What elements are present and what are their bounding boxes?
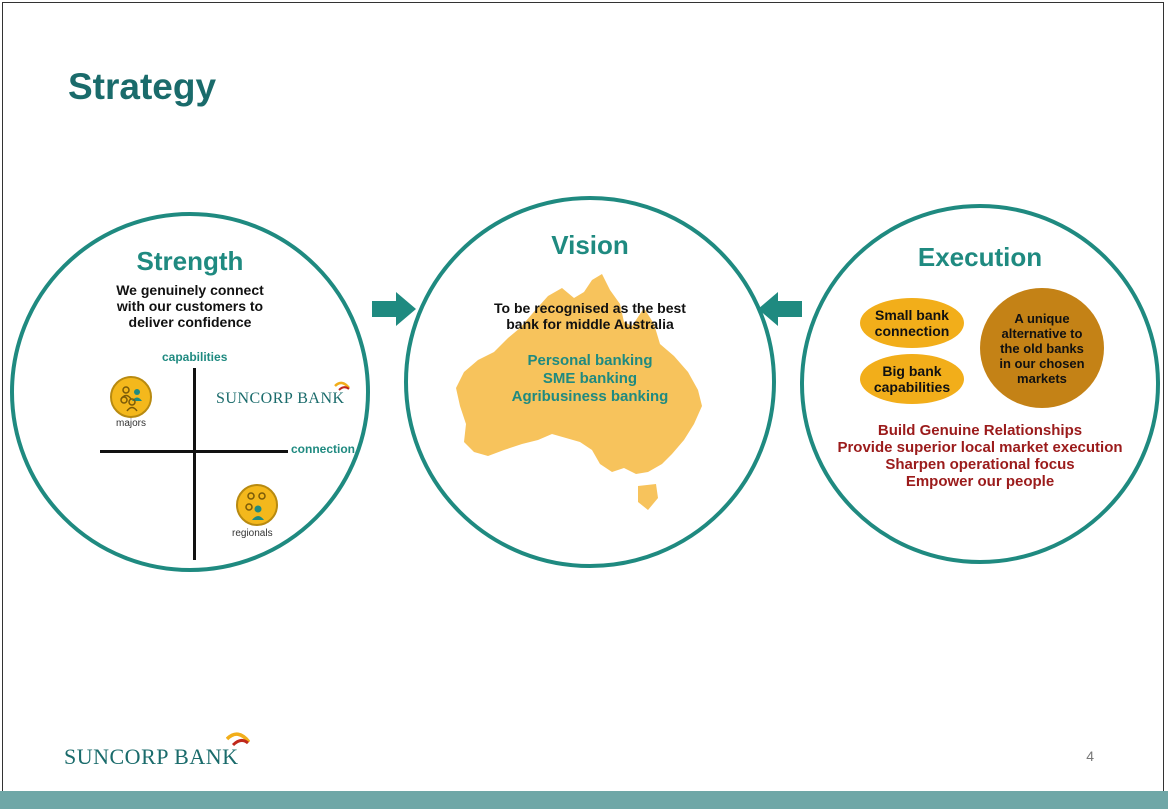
axis-y-label: capabilities — [162, 350, 228, 364]
suncorp-swoosh-icon — [226, 732, 250, 747]
strength-statement-line: with our customers to — [116, 298, 264, 314]
priority-item: Build Genuine Relationships — [877, 422, 1083, 439]
vision-title: Vision — [551, 230, 629, 260]
regionals-people-icon — [236, 484, 278, 526]
priority-item: Provide superior local market execution — [837, 439, 1123, 456]
bubble-line: in our chosen — [999, 355, 1085, 371]
vision-segments: Personal banking SME banking Agribusines… — [408, 352, 772, 406]
arrow-left-icon — [758, 292, 802, 326]
strength-statement: We genuinely connect with our customers … — [14, 282, 366, 330]
priority-item: Sharpen operational focus — [885, 456, 1075, 473]
strength-brand-logo: SUNCORP BANK — [216, 390, 345, 407]
unique-alternative-bubble: A unique alternative to the old banks in… — [980, 288, 1104, 408]
axis-x-label: connection — [291, 442, 356, 456]
regionals-label: regionals — [232, 528, 273, 539]
vision-statement-line: bank for middle Australia — [506, 316, 674, 332]
segment-agribusiness: Agribusiness banking — [511, 388, 669, 405]
bubble-line: alternative to — [1001, 325, 1083, 341]
priority-item: Empower our people — [905, 473, 1055, 490]
bubble-line: the old banks — [1000, 340, 1084, 356]
bubble-line: capabilities — [873, 379, 951, 395]
strength-statement-line: We genuinely connect — [116, 282, 264, 298]
segment-personal: Personal banking — [527, 352, 653, 369]
bubble-line: A unique — [1014, 310, 1070, 326]
majors-label: majors — [116, 418, 147, 429]
page-title: Strategy — [68, 66, 217, 107]
strength-circle: Strength We genuinely connect with our c… — [10, 212, 370, 572]
page-number: 4 — [1086, 748, 1094, 764]
majors-people-icon — [110, 376, 152, 418]
footer-brand-logo: SUNCORP BANK — [64, 744, 239, 769]
execution-title: Execution — [917, 242, 1043, 272]
australia-map-icon — [456, 274, 702, 510]
vision-statement: To be recognised as the best bank for mi… — [408, 300, 772, 332]
vision-statement-line: To be recognised as the best — [494, 300, 686, 316]
bottom-bar — [0, 791, 1168, 809]
bubble-line: Small bank — [875, 307, 949, 323]
bubble-line: connection — [874, 323, 950, 339]
execution-priorities: Build Genuine Relationships Provide supe… — [804, 422, 1156, 490]
suncorp-swoosh-icon — [334, 381, 350, 391]
strength-title: Strength — [136, 246, 244, 276]
bubble-line: Big bank — [882, 363, 942, 379]
segment-sme: SME banking — [542, 370, 638, 387]
axis-x-line — [100, 450, 288, 453]
axis-y-line — [193, 368, 196, 560]
bubble-line: markets — [1017, 370, 1067, 386]
strength-statement-line: deliver confidence — [128, 314, 252, 330]
arrow-right-icon — [372, 292, 416, 326]
vision-circle: Vision To be recognised as the best bank… — [404, 196, 776, 568]
